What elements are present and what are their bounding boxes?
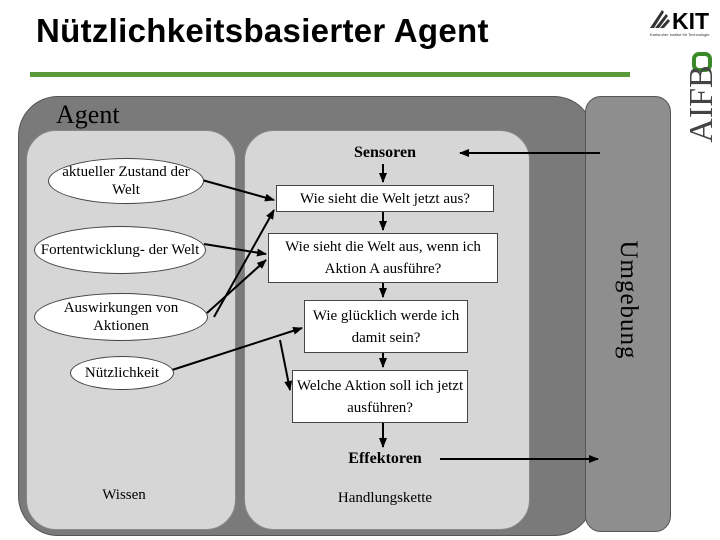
sensors-label: Sensoren [354,144,416,161]
arrow-effects-to-world-if [206,259,267,314]
chain-world-now: Wie sieht die Welt jetzt aus? [276,185,494,212]
agent-label: Agent [56,100,120,129]
chain-happiness: Wie glücklich werde ich damit sein? [304,300,468,353]
knowledge-world-evolution: Fortentwicklung- der Welt [34,226,206,274]
chain-footer: Handlungskette [337,490,433,506]
aifb-logo-mark [692,52,712,72]
environment-bar [585,96,671,532]
effectors-label: Effektoren [348,450,422,467]
knowledge-current-state: aktueller Zustand der Welt [48,158,204,204]
page-title: Nützlichkeitsbasierter Agent [36,12,489,49]
arrow-evolution-to-world-if [203,243,267,257]
knowledge-footer: Wissen [102,487,146,503]
kit-logo-text: KIT [672,8,709,34]
knowledge-action-effects: Auswirkungen von Aktionen [34,293,208,341]
arrow-utility-to-happiness [171,326,303,371]
arrow-world-now-to-world-if-side [213,209,275,318]
kit-logo: KIT [650,8,709,34]
arrow-state-to-world-now [201,179,275,202]
kit-subtitle: Karlsruher Institut für Technologie [650,32,710,37]
arrow-happiness-to-action-side [279,339,293,391]
knowledge-utility: Nützlichkeit [70,356,174,390]
chain-which-action: Welche Aktion soll ich jetzt ausführen? [292,370,468,423]
title-underline [30,72,630,77]
chain-world-if-action: Wie sieht die Welt aus, wenn ich Aktion … [268,233,498,283]
